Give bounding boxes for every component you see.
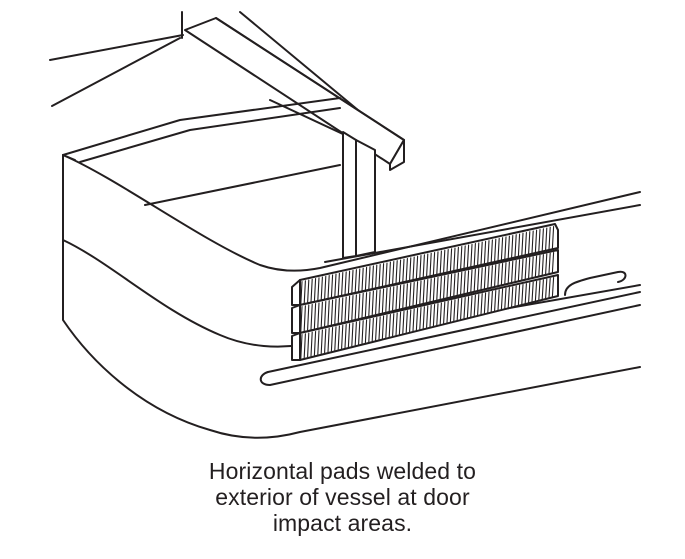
caption-line-3: impact areas. bbox=[272, 510, 413, 536]
horizontal-pads bbox=[291, 223, 559, 361]
lower-rail bbox=[259, 270, 641, 386]
vessel-rim bbox=[62, 97, 341, 206]
support-post bbox=[342, 131, 376, 259]
support-beam bbox=[184, 17, 405, 171]
vessel-illustration bbox=[49, 11, 641, 439]
figure-caption: Horizontal pads welded to exterior of ve… bbox=[0, 458, 685, 536]
vessel-body bbox=[62, 154, 641, 439]
caption-line-1: Horizontal pads welded to bbox=[208, 458, 477, 484]
caption-line-2: exterior of vessel at door bbox=[215, 484, 470, 510]
